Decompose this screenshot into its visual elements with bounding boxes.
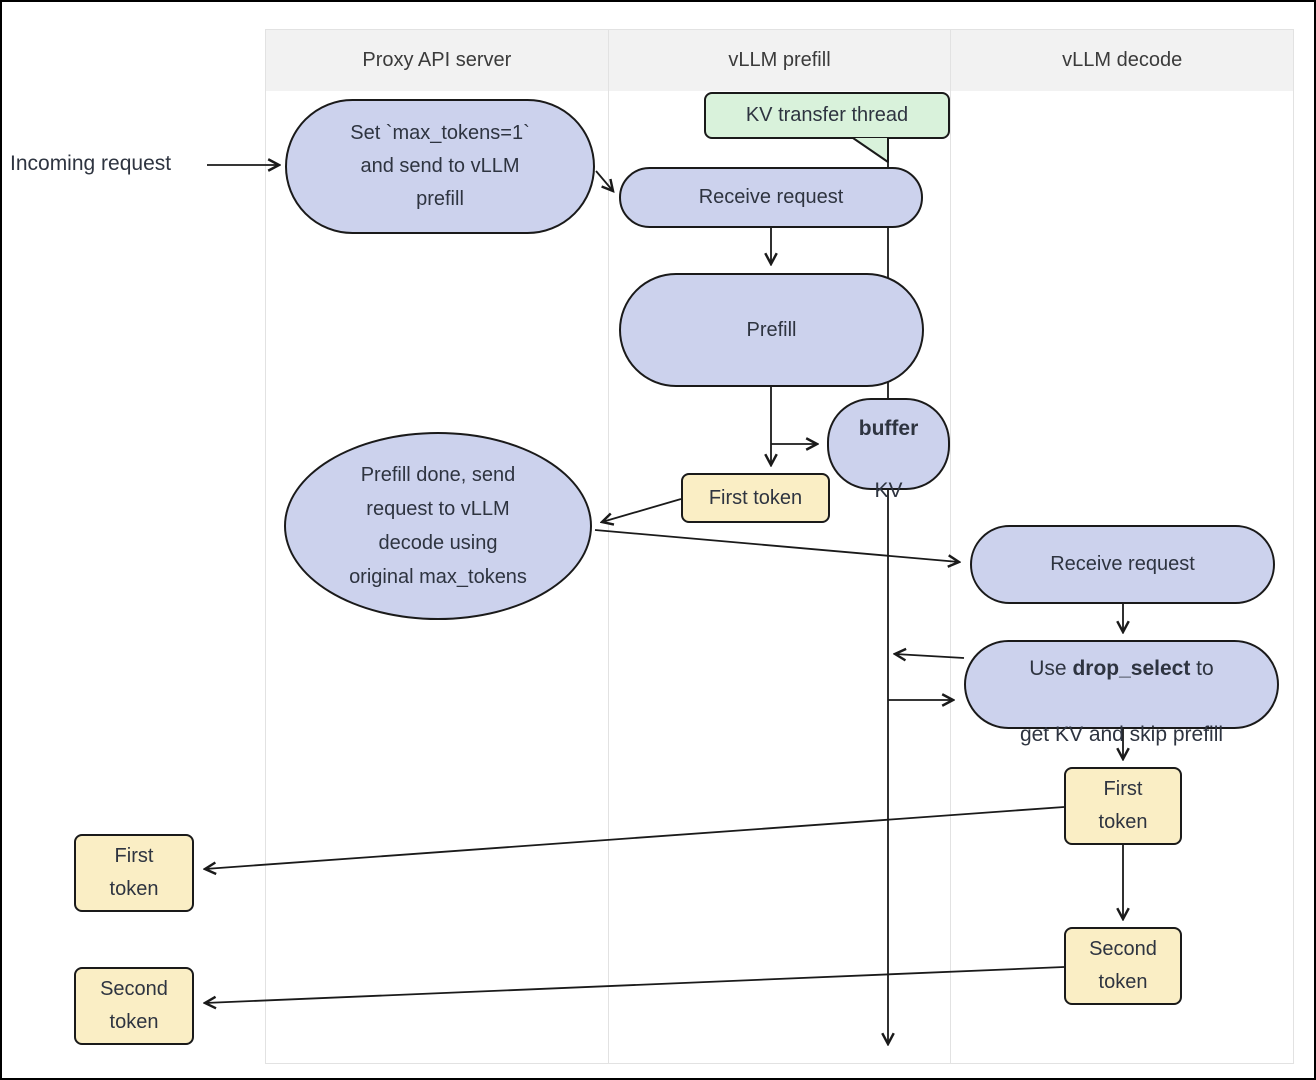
node-buffer-kv: buffer KV (827, 398, 950, 502)
node-drop-select: Use drop_select to get KV and skip prefi… (964, 640, 1279, 746)
node-first-token-prefill: First token (681, 473, 830, 523)
node-second-token-decode: Second token (1064, 927, 1182, 1005)
node-first-token-left: First token (74, 834, 194, 912)
node-first-token-decode: First token (1064, 767, 1182, 845)
node-kv-transfer-thread: KV transfer thread (704, 92, 950, 139)
drop-select-pre-text: Use (1029, 656, 1073, 680)
drop-select-post-text: to (1190, 656, 1214, 680)
node-receive-request-prefill: Receive request (619, 167, 923, 228)
lane-title-vllm-prefill: vLLM prefill (608, 30, 951, 91)
incoming-request-label: Incoming request (10, 152, 172, 175)
node-prefill-done: Prefill done, send request to vLLM decod… (284, 432, 592, 620)
drop-select-line2-text: get KV and skip prefill (1019, 722, 1224, 746)
lane-title-vllm-decode: vLLM decode (951, 30, 1294, 91)
node-set-max-tokens: Set `max_tokens=1` and send to vLLM pref… (285, 99, 595, 234)
node-receive-request-decode: Receive request (970, 525, 1275, 604)
drop-select-bold-text: drop_select (1072, 656, 1191, 680)
lane-proxy-api-server: Proxy API server (266, 30, 608, 1063)
buffer-kv-bold-text: buffer (858, 417, 919, 440)
buffer-kv-text: KV (874, 479, 903, 502)
lane-title-proxy-api-server: Proxy API server (266, 30, 608, 91)
node-second-token-left: Second token (74, 967, 194, 1045)
node-prefill: Prefill (619, 273, 924, 387)
